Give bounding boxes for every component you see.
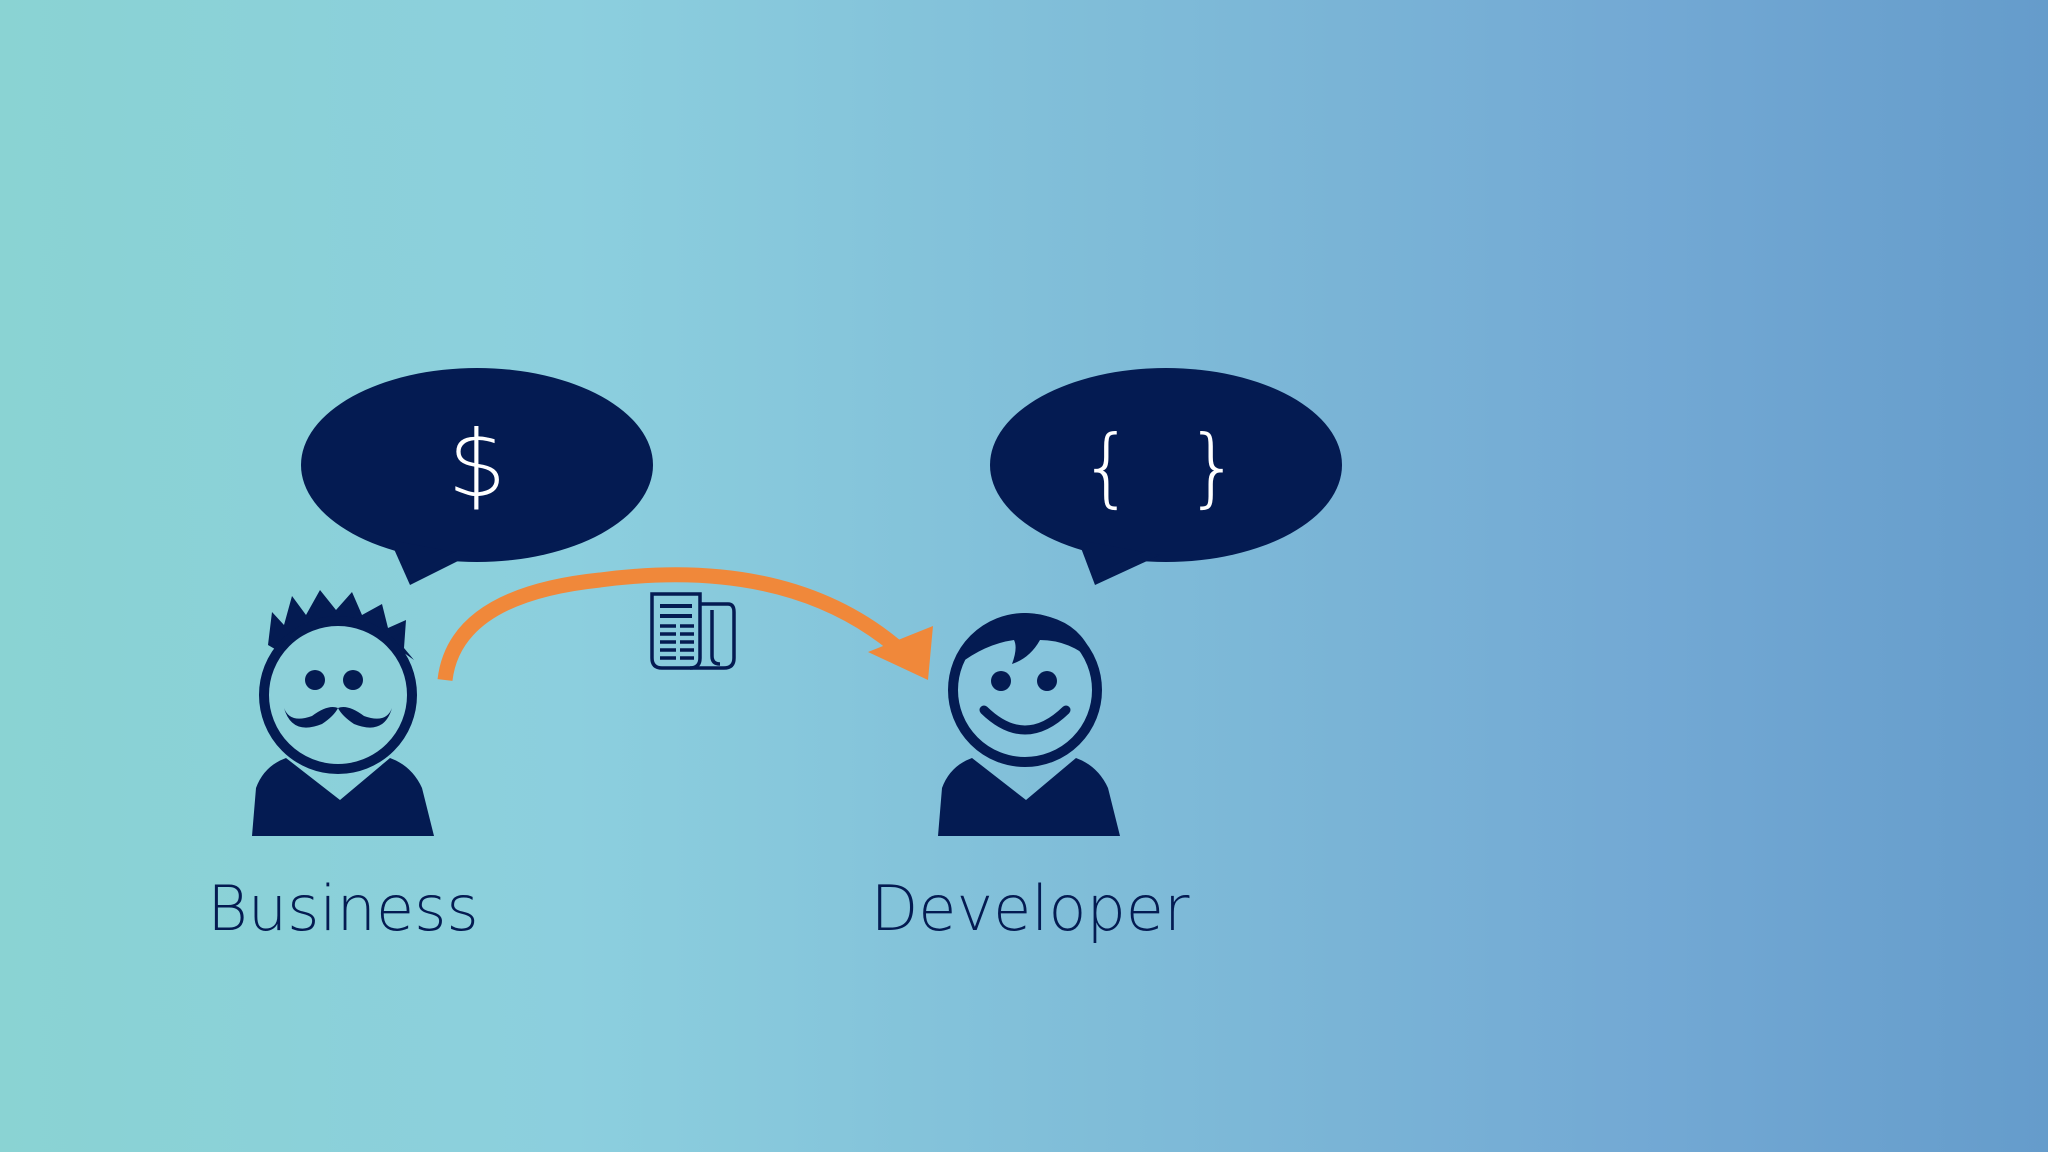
developer-label: Developer xyxy=(871,872,1190,945)
handoff-arrow xyxy=(437,567,933,682)
smile-icon xyxy=(979,705,1071,735)
business-label: Business xyxy=(207,872,478,945)
business-body xyxy=(252,758,434,836)
developer-person-icon xyxy=(938,613,1120,836)
business-person-icon xyxy=(252,590,434,836)
newspaper-icon xyxy=(650,592,736,670)
mustache-icon xyxy=(284,707,392,728)
curly-braces-symbol: { } xyxy=(1080,417,1253,517)
hair-tuft-icon xyxy=(958,613,1094,665)
dollar-symbol: $ xyxy=(448,411,507,518)
business-speech-bubble: $ xyxy=(301,368,653,585)
developer-speech-bubble: { } xyxy=(990,368,1342,585)
developer-body xyxy=(938,758,1120,836)
